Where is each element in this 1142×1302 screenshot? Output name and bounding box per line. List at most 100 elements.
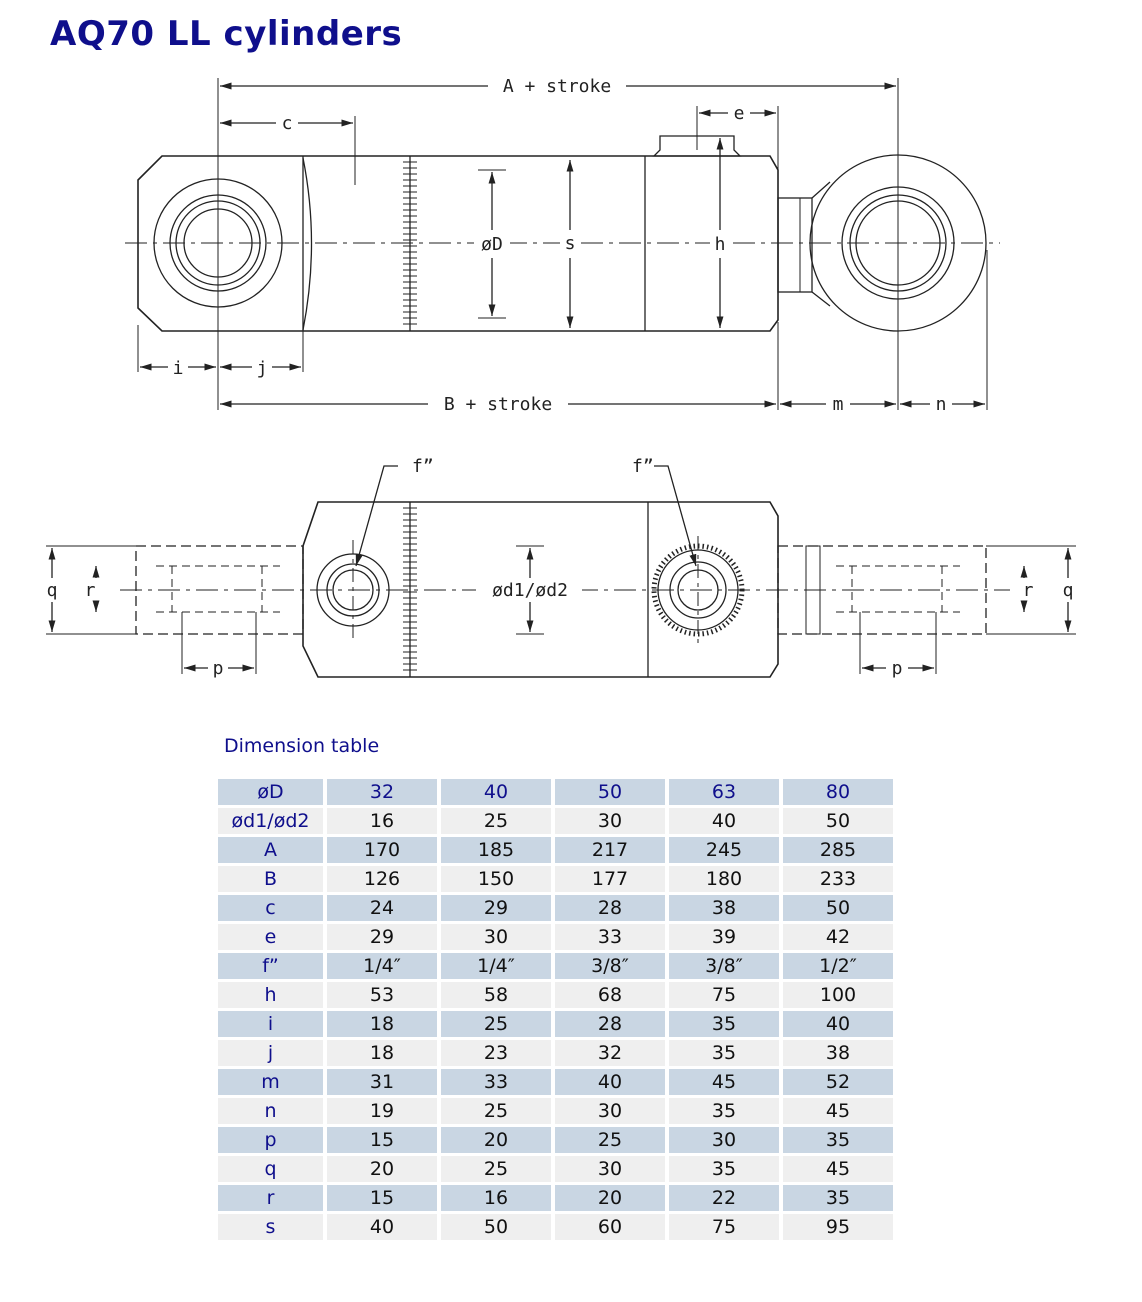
value-cell: 18 xyxy=(327,1040,437,1066)
value-cell: 40 xyxy=(783,1011,893,1037)
value-cell: 3/8″ xyxy=(669,953,779,979)
side-view xyxy=(46,465,1076,678)
page-title: AQ70 LL cylinders xyxy=(50,14,403,54)
top-view xyxy=(125,78,1000,410)
value-cell: 53 xyxy=(327,982,437,1008)
row-label-cell: p xyxy=(218,1127,323,1153)
value-cell: 75 xyxy=(669,1214,779,1240)
value-cell: 31 xyxy=(327,1069,437,1095)
value-cell: 233 xyxy=(783,866,893,892)
value-cell: 45 xyxy=(783,1156,893,1182)
side-view-labels: f” f” ød1/ød2 q r p q r p xyxy=(47,456,1074,679)
row-label-cell: i xyxy=(218,1011,323,1037)
value-cell: 38 xyxy=(669,895,779,921)
value-cell: 25 xyxy=(441,808,551,834)
top-view-labels: A + stroke c e øD s h i j B + stroke m n xyxy=(173,74,946,415)
label-p-right: p xyxy=(892,658,903,679)
value-cell: 1/4″ xyxy=(327,953,437,979)
label-c: c xyxy=(282,113,293,134)
value-cell: 25 xyxy=(441,1098,551,1124)
value-cell: 35 xyxy=(783,1185,893,1211)
value-cell: 28 xyxy=(555,1011,665,1037)
value-cell: 35 xyxy=(669,1156,779,1182)
value-cell: 19 xyxy=(327,1098,437,1124)
value-cell: 24 xyxy=(327,895,437,921)
value-cell: 35 xyxy=(669,1040,779,1066)
value-cell: 29 xyxy=(441,895,551,921)
label-od1-od2: ød1/ød2 xyxy=(492,580,568,601)
value-cell: 22 xyxy=(669,1185,779,1211)
row-label-cell: n xyxy=(218,1098,323,1124)
value-cell: 35 xyxy=(669,1011,779,1037)
label-r-left: r xyxy=(85,580,96,601)
value-cell: 29 xyxy=(327,924,437,950)
value-cell: 50 xyxy=(783,895,893,921)
label-h: h xyxy=(715,234,726,255)
value-cell: 40 xyxy=(669,808,779,834)
label-e: e xyxy=(734,103,745,124)
value-cell: 150 xyxy=(441,866,551,892)
value-cell: 45 xyxy=(783,1098,893,1124)
value-cell: 95 xyxy=(783,1214,893,1240)
value-cell: 80 xyxy=(783,779,893,805)
value-cell: 38 xyxy=(783,1040,893,1066)
label-f-right: f” xyxy=(632,456,654,477)
row-label-cell: h xyxy=(218,982,323,1008)
value-cell: 40 xyxy=(327,1214,437,1240)
value-cell: 50 xyxy=(441,1214,551,1240)
row-label-cell: f” xyxy=(218,953,323,979)
value-cell: 16 xyxy=(441,1185,551,1211)
value-cell: 42 xyxy=(783,924,893,950)
value-cell: 20 xyxy=(327,1156,437,1182)
value-cell: 16 xyxy=(327,808,437,834)
row-label-cell: B xyxy=(218,866,323,892)
value-cell: 30 xyxy=(555,1098,665,1124)
value-cell: 35 xyxy=(669,1098,779,1124)
value-cell: 15 xyxy=(327,1185,437,1211)
label-B-stroke: B + stroke xyxy=(444,394,552,415)
value-cell: 58 xyxy=(441,982,551,1008)
value-cell: 33 xyxy=(555,924,665,950)
value-cell: 177 xyxy=(555,866,665,892)
value-cell: 126 xyxy=(327,866,437,892)
value-cell: 45 xyxy=(669,1069,779,1095)
value-cell: 100 xyxy=(783,982,893,1008)
label-p-left: p xyxy=(213,658,224,679)
value-cell: 3/8″ xyxy=(555,953,665,979)
value-cell: 15 xyxy=(327,1127,437,1153)
value-cell: 1/2″ xyxy=(783,953,893,979)
row-label-cell: øD xyxy=(218,779,323,805)
label-q-left: q xyxy=(47,580,58,601)
label-i: i xyxy=(173,358,184,379)
label-oD: øD xyxy=(481,234,503,255)
row-label-cell: s xyxy=(218,1214,323,1240)
value-cell: 180 xyxy=(669,866,779,892)
technical-drawing: A + stroke c e øD s h i j B + stroke m n xyxy=(46,74,1076,679)
value-cell: 30 xyxy=(441,924,551,950)
value-cell: 185 xyxy=(441,837,551,863)
value-cell: 68 xyxy=(555,982,665,1008)
label-s: s xyxy=(565,233,576,254)
label-f-left: f” xyxy=(412,456,434,477)
label-q-right: q xyxy=(1063,580,1074,601)
label-m: m xyxy=(833,394,844,415)
value-cell: 32 xyxy=(327,779,437,805)
row-label-cell: q xyxy=(218,1156,323,1182)
value-cell: 40 xyxy=(555,1069,665,1095)
value-cell: 75 xyxy=(669,982,779,1008)
value-cell: 25 xyxy=(441,1011,551,1037)
value-cell: 20 xyxy=(555,1185,665,1211)
value-cell: 245 xyxy=(669,837,779,863)
value-cell: 217 xyxy=(555,837,665,863)
label-r-right: r xyxy=(1023,580,1034,601)
